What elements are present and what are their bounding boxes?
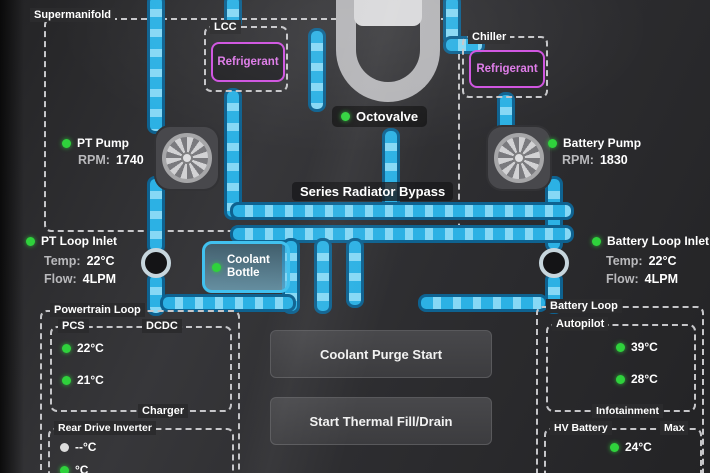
battery-loop-inlet-status-dot <box>592 236 601 246</box>
radiator-top-connector <box>354 0 422 26</box>
powertrain-loop-title: Powertrain Loop <box>50 303 145 317</box>
pt-loop-inlet-label: PT Loop Inlet <box>41 234 117 248</box>
battery-loop-inlet-flow-value: 4LPM <box>644 272 678 286</box>
coolant-bottle-status-dot <box>212 262 221 272</box>
pcs-temp-2: 21°C <box>77 373 104 387</box>
lcc-refrigerant-label: Refrigerant <box>217 56 279 68</box>
dcdc-label: DCDC <box>142 319 182 333</box>
temp-reading: 39°C <box>616 340 658 354</box>
pt-loop-inlet-temp-label: Temp: <box>44 254 81 268</box>
octovalve-badge: Octovalve <box>332 106 428 127</box>
valve-icon <box>141 248 171 278</box>
coolant-pipe <box>147 0 165 134</box>
lcc-refrigerant-box: Refrigerant <box>211 42 285 82</box>
lcc-label: LCC <box>210 20 241 34</box>
pt-loop-inlet-flow-label: Flow: <box>44 272 77 286</box>
coolant-bottle-label: Coolant Bottle <box>227 253 270 279</box>
screen-bezel <box>0 0 24 473</box>
rear-drive-inverter-temp: --°C <box>75 440 97 454</box>
pt-pump-status-dot <box>62 138 71 148</box>
battery-pump-status-dot <box>548 138 557 148</box>
battery-pump-label: Battery Pump <box>563 136 642 150</box>
autopilot-label: Autopilot <box>552 317 609 331</box>
supermanifold-label: Supermanifold <box>30 8 116 22</box>
coolant-pipe <box>418 294 548 312</box>
valve-icon <box>539 248 569 278</box>
pcs-temp-1: 22°C <box>77 341 104 355</box>
thermal-fill-drain-button[interactable]: Start Thermal Fill/Drain <box>270 397 492 445</box>
charger-label: Charger <box>138 404 189 418</box>
battery-loop-inlet-temp-label: Temp: <box>606 254 643 268</box>
hv-battery-box <box>544 428 702 473</box>
status-dot-green <box>62 375 71 385</box>
status-dot-green <box>62 343 71 353</box>
battery-pump-icon <box>494 133 544 183</box>
battery-loop-inlet-temp-value: 22°C <box>648 254 677 268</box>
infotainment-label: Infotainment <box>592 404 663 418</box>
coolant-pipe <box>308 28 326 112</box>
coolant-pipe <box>224 88 242 220</box>
status-dot-green <box>616 342 625 352</box>
coolant-pipe <box>230 225 574 243</box>
pt-pump-rpm-label: RPM: <box>78 153 110 167</box>
pt-pump-icon <box>162 133 212 183</box>
temp-reading: 28°C <box>616 372 658 386</box>
pt-pump-rpm-value: 1740 <box>115 153 144 167</box>
series-radiator-bypass-label: Series Radiator Bypass <box>292 182 454 201</box>
chiller-label: Chiller <box>468 30 511 44</box>
temp-reading: 24°C <box>610 440 652 454</box>
battery-loop-title: Battery Loop <box>546 299 622 313</box>
rear-drive-inverter-label: Rear Drive Inverter <box>54 421 156 435</box>
autopilot-temp-2: 28°C <box>631 372 658 386</box>
hv-battery-max-label: Max <box>660 421 689 435</box>
pt-loop-inlet-flow-value: 4LPM <box>82 272 116 286</box>
status-dot-gray <box>60 442 69 452</box>
hv-battery-label: HV Battery <box>550 421 612 435</box>
pt-loop-inlet-status-dot <box>26 236 35 246</box>
partial-temp: °C <box>75 463 89 473</box>
pt-pump-label: PT Pump <box>77 136 130 150</box>
temp-reading: 22°C <box>62 341 104 355</box>
temp-reading: 21°C <box>62 373 104 387</box>
chiller-refrigerant-box: Refrigerant <box>469 50 545 88</box>
temp-reading: --°C <box>60 440 96 454</box>
pcs-dcdc-box <box>50 326 232 412</box>
battery-pump-rpm-label: RPM: <box>562 153 594 167</box>
coolant-bottle: Coolant Bottle <box>202 241 290 293</box>
battery-pump-rpm-value: 1830 <box>599 153 628 167</box>
lcc-box <box>204 26 288 92</box>
coolant-pipe <box>346 238 364 308</box>
coolant-pipe <box>230 202 574 220</box>
battery-loop-inlet-label: Battery Loop Inlet <box>607 234 710 248</box>
temp-reading: °C <box>60 463 88 473</box>
pt-loop-inlet-temp-value: 22°C <box>86 254 115 268</box>
coolant-pipe <box>314 238 332 314</box>
octovalve-label: Octovalve <box>356 109 419 124</box>
status-dot-green <box>610 442 619 452</box>
coolant-pipe <box>147 176 165 254</box>
autopilot-temp-1: 39°C <box>631 340 658 354</box>
autopilot-box <box>546 324 696 412</box>
chiller-refrigerant-label: Refrigerant <box>476 63 538 75</box>
coolant-purge-button[interactable]: Coolant Purge Start <box>270 330 492 378</box>
pcs-label: PCS <box>58 319 89 333</box>
status-dot-green <box>616 374 625 384</box>
status-dot-green <box>60 465 69 473</box>
battery-loop-inlet-flow-label: Flow: <box>606 272 639 286</box>
octovalve-status-dot <box>341 112 350 121</box>
hv-battery-temp: 24°C <box>625 440 652 454</box>
